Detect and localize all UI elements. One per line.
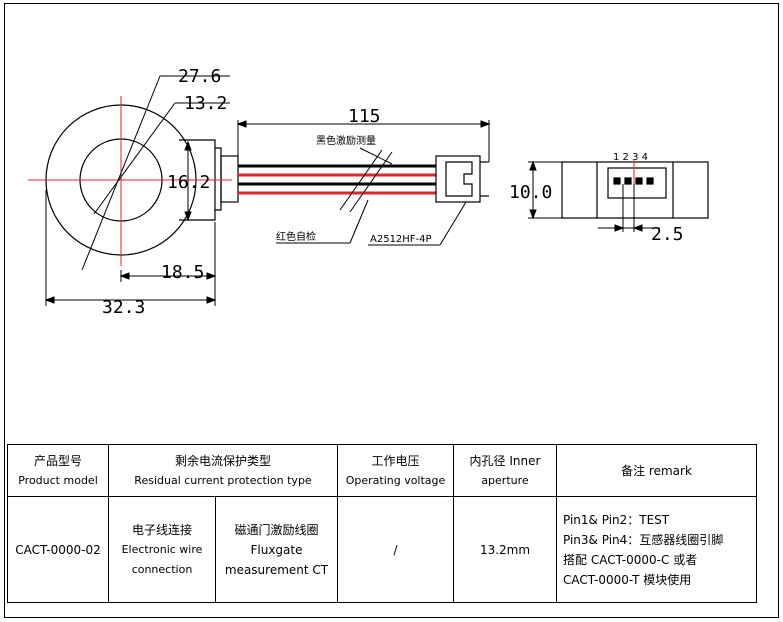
- cell-voltage: /: [337, 496, 454, 603]
- cable: [238, 164, 436, 195]
- connector-side: [435, 155, 489, 203]
- cell-remark: Pin1& Pin2：TEST Pin3& Pin4：互感器线圈引脚 搭配 CA…: [556, 496, 757, 603]
- dim-height: 16.2: [167, 172, 210, 193]
- dimension-lines: [44, 75, 660, 306]
- label-connector-model: A2512HF-4P: [370, 234, 432, 245]
- header-aperture: 内孔径 Inner aperture: [453, 444, 557, 497]
- connector-end-view: [561, 161, 709, 219]
- dim-cable-length: 115: [348, 106, 381, 127]
- header-remark: 备注 remark: [556, 444, 757, 497]
- header-voltage: 工作电压 Operating voltage: [337, 444, 454, 497]
- spec-table: 产品型号 Product model 剩余电流保护类型 Residual cur…: [7, 444, 757, 603]
- table-row: CACT-0000-02 电子线连接 Electronic wire conne…: [7, 496, 757, 603]
- header-type: 剩余电流保护类型 Residual current protection typ…: [108, 444, 338, 497]
- label-pin-numbers: 1 2 3 4: [613, 152, 648, 163]
- cable-break: [339, 149, 393, 213]
- dim-connector-height: 10.0: [509, 182, 552, 203]
- cell-aperture: 13.2mm: [453, 496, 557, 603]
- label-red-wire: 红色自检: [276, 230, 316, 243]
- cell-ct-type: 磁通门激励线圈 Fluxgate measurement CT: [215, 496, 338, 603]
- dim-outer-diameter: 27.6: [178, 66, 221, 87]
- page-frame: [4, 3, 779, 618]
- dim-pin-pitch: 2.5: [651, 224, 684, 245]
- table-header-row: 产品型号 Product model 剩余电流保护类型 Residual cur…: [7, 444, 757, 497]
- cell-model: CACT-0000-02: [7, 496, 109, 603]
- cell-wiring: 电子线连接 Electronic wire connection: [108, 496, 216, 603]
- dim-inner-diameter: 13.2: [184, 93, 227, 114]
- center-lines: [28, 96, 232, 266]
- header-model: 产品型号 Product model: [7, 444, 109, 497]
- dim-width-18: 18.5: [161, 262, 204, 283]
- dim-total-width: 32.3: [102, 297, 145, 318]
- technical-drawing: 27.6 13.2 16.2 18.5 32.3 115 10.0 2.5 黑色…: [28, 66, 709, 318]
- label-black-wire: 黑色激励测量: [316, 134, 376, 147]
